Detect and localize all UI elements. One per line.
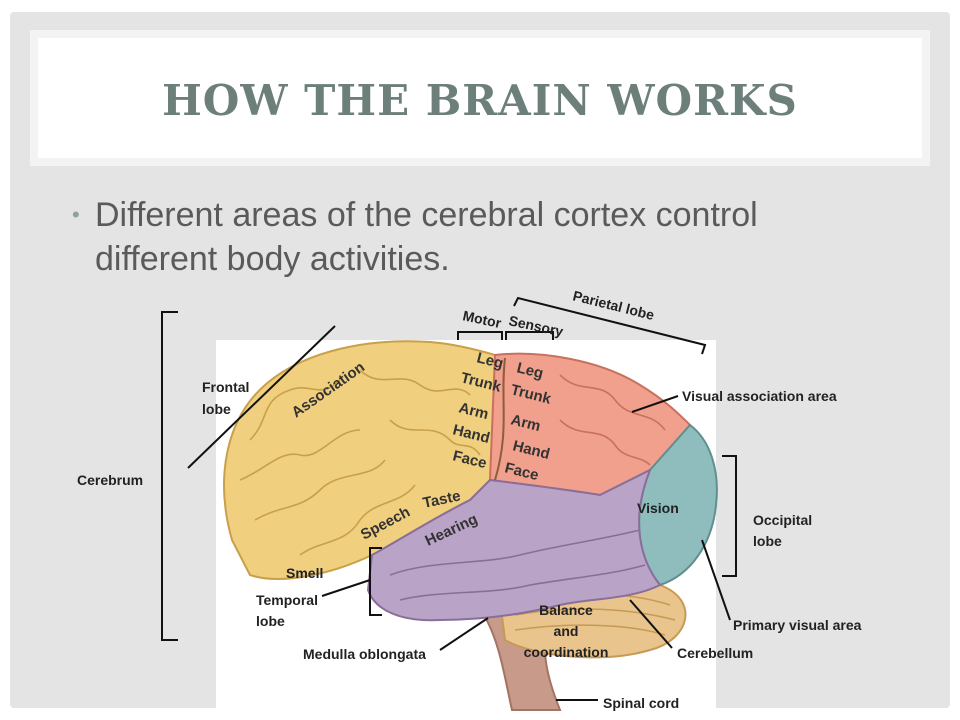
medulla-leader	[439, 617, 489, 651]
label-balance-1: Balance	[539, 602, 593, 618]
central-sulcus	[494, 357, 506, 481]
label-primary-visual-area: Primary visual area	[733, 617, 862, 633]
sensory-bracket	[505, 331, 554, 340]
label-balance-3: coordination	[524, 644, 609, 660]
parietal-gyri	[559, 374, 666, 466]
label-medulla-oblongata: Medulla oblongata	[303, 646, 426, 662]
motor-region-arm: Arm	[457, 399, 490, 423]
label-vision: Vision	[637, 500, 679, 516]
label-cerebrum: Cerebrum	[77, 472, 143, 488]
label-visual-association-area: Visual association area	[682, 388, 837, 404]
bullet-text: Different areas of the cerebral cortex c…	[95, 196, 758, 278]
slide-title: HOW THE BRAIN WORKS	[162, 76, 798, 125]
temporal-leader	[321, 579, 371, 597]
label-parietal-lobe: Parietal lobe	[571, 287, 656, 323]
cerebrum-bracket	[161, 311, 178, 641]
label-balance-2: and	[554, 623, 579, 639]
sensory-cortex-labels: Leg Trunk Arm Hand Face	[503, 359, 553, 484]
label-spinal-cord: Spinal cord	[603, 695, 679, 711]
label-motor: Motor	[461, 307, 503, 331]
temporal-gyri	[389, 529, 646, 601]
label-temporal-lobe-1: Temporal	[256, 592, 318, 608]
temporal-bracket	[369, 547, 382, 616]
title-box: HOW THE BRAIN WORKS	[30, 30, 930, 166]
temporal-lobe-shape	[366, 467, 662, 622]
label-frontal-lobe-1: Frontal	[202, 379, 249, 395]
motor-region-leg: Leg	[475, 349, 505, 372]
label-sensory: Sensory	[507, 312, 565, 339]
label-cerebellum: Cerebellum	[677, 645, 753, 661]
label-occipital-lobe-1: Occipital	[753, 512, 812, 528]
frontal-gyri	[239, 369, 481, 556]
occipital-bracket	[722, 455, 737, 577]
primary-visual-leader	[701, 539, 731, 621]
parietal-bracket	[513, 296, 707, 355]
visual-association-leader	[631, 395, 679, 413]
label-occipital-lobe-2: lobe	[753, 533, 782, 549]
motor-bracket	[457, 331, 503, 340]
sensory-region-leg: Leg	[515, 359, 545, 382]
frontal-lobe-leader	[187, 325, 336, 469]
sensory-region-arm: Arm	[509, 411, 542, 435]
label-temporal-lobe-2: lobe	[256, 613, 285, 629]
frontal-lobe-shape	[223, 340, 512, 580]
bracket-lines	[161, 296, 737, 701]
label-frontal-lobe-2: lobe	[202, 401, 231, 417]
bullet-marker: •	[72, 202, 80, 227]
label-smell: Smell	[286, 565, 323, 581]
cerebellum-leader	[629, 599, 673, 649]
